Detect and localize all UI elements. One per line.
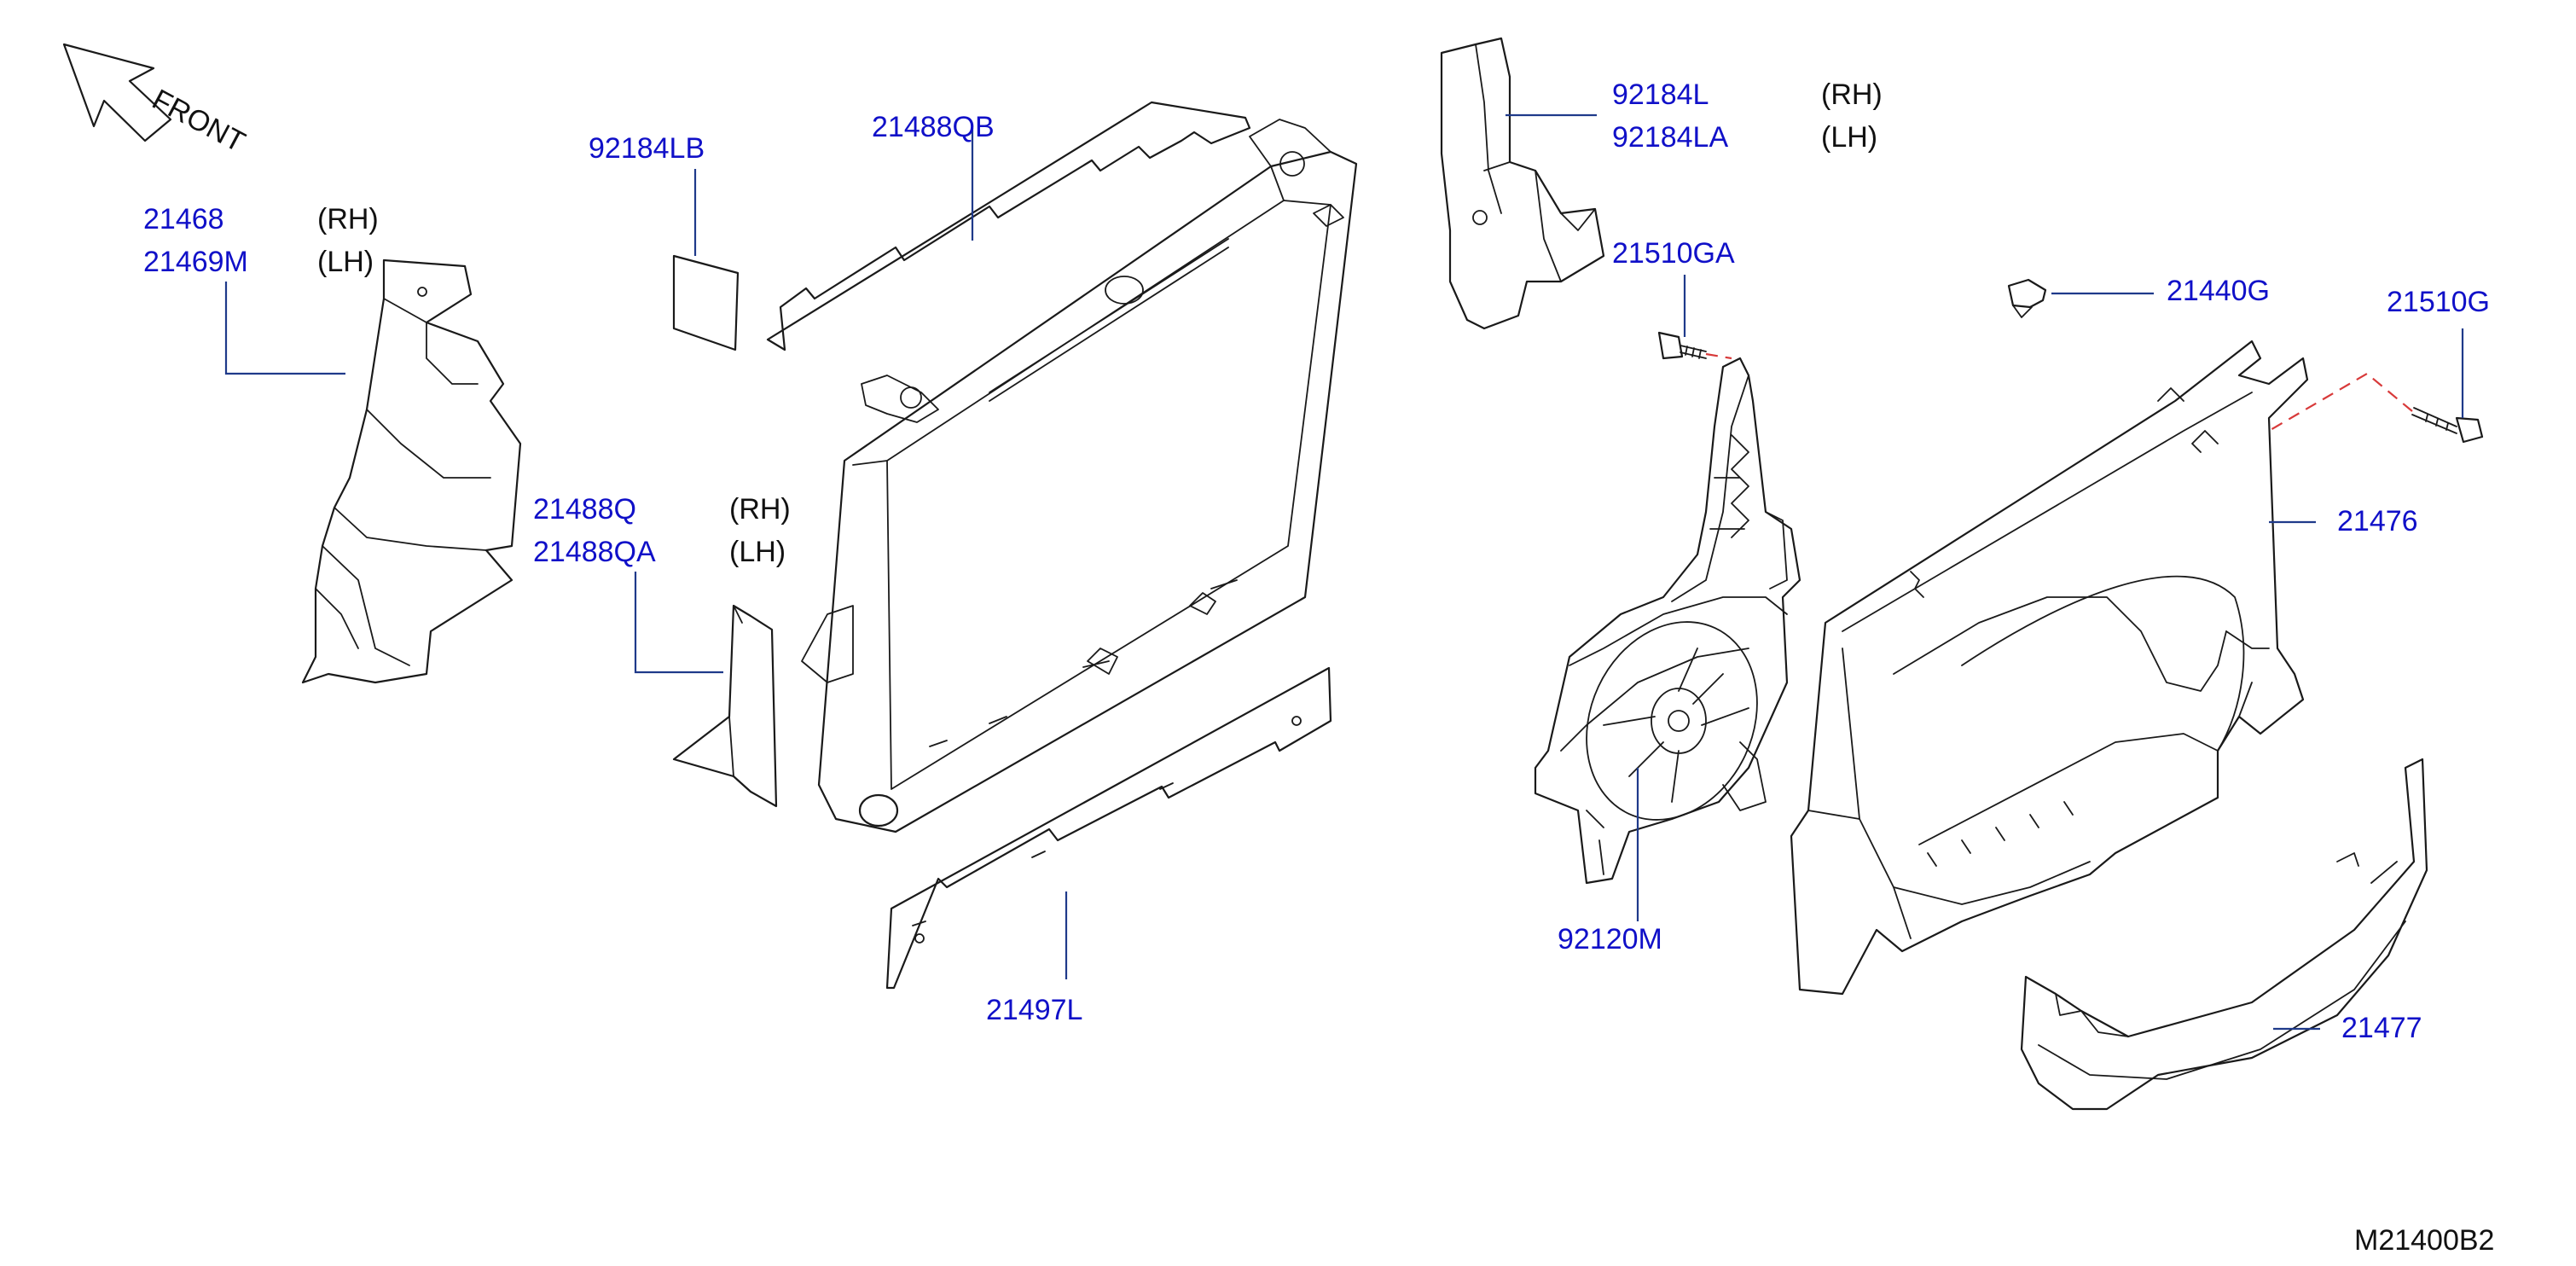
callout-92184la-side: (LH) (1821, 121, 1877, 154)
callout-21469m-part: 21469M (143, 246, 248, 278)
callout-21510ga-part: 21510GA (1612, 237, 1735, 270)
callout-92184la-part: 92184LA (1612, 121, 1728, 154)
callout-92184lb-part: 92184LB (589, 132, 705, 165)
fan-motor-assembly-part (1534, 357, 1801, 885)
callout-92184l-side: (RH) (1821, 78, 1883, 111)
air-guide-left-part (301, 258, 522, 684)
lower-seal-strip-part (885, 666, 1332, 990)
callout-21440g-part: 21440G (2167, 275, 2270, 307)
clip-21440g-icon (2007, 278, 2047, 318)
front-arrow-icon (62, 43, 172, 142)
callout-21488qa-side: (LH) (729, 536, 786, 568)
bolt-21510g-icon (2411, 407, 2484, 444)
lower-fan-shroud-part (2020, 758, 2428, 1111)
callout-21488qa-part: 21488QA (533, 536, 656, 568)
callout-21488qb-part: 21488QB (872, 111, 995, 143)
diagram-code: M21400B2 (2354, 1224, 2494, 1257)
upper-seal-strip-part (766, 101, 1251, 351)
callout-21468-side: (RH) (317, 203, 379, 235)
side-seal-part (672, 604, 778, 808)
callout-21476-part: 21476 (2337, 505, 2418, 537)
callout-21488q-part: 21488Q (533, 493, 636, 526)
bolt-21510ga-icon (1657, 331, 1707, 360)
callout-21510g-part: 21510G (2387, 286, 2490, 318)
fan-shroud-part (1790, 340, 2309, 996)
upper-air-guide-part (1440, 37, 1605, 330)
callout-21469m-side: (LH) (317, 246, 374, 278)
seal-pad-part (672, 254, 740, 351)
callout-92184l-part: 92184L (1612, 78, 1709, 111)
callout-21488q-side: (RH) (729, 493, 791, 526)
callout-21477-part: 21477 (2341, 1012, 2422, 1044)
callout-92120m-part: 92120M (1558, 923, 1662, 955)
callout-21468-part: 21468 (143, 203, 224, 235)
callout-21497l-part: 21497L (986, 994, 1082, 1026)
radiator-part (801, 119, 1358, 833)
